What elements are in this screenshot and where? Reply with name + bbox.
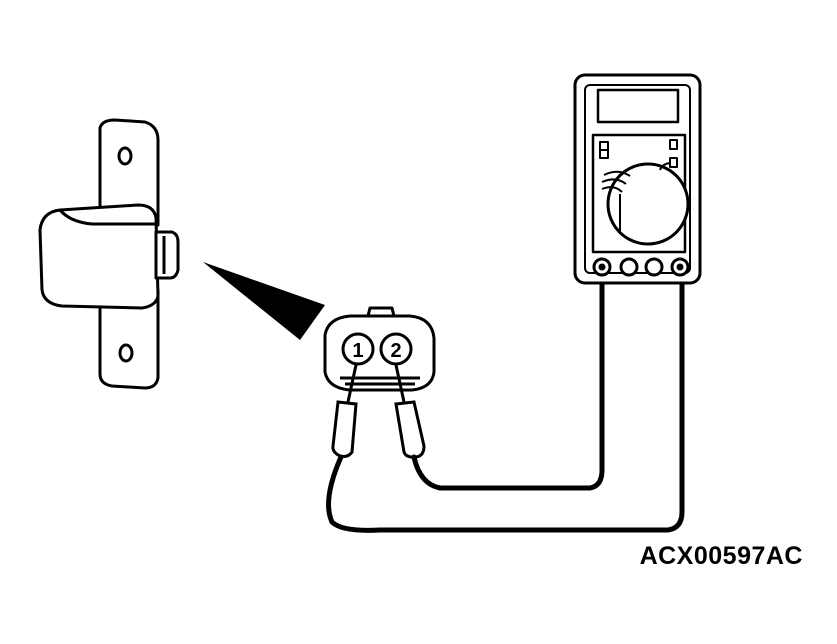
- lead-wire-2: [411, 265, 605, 491]
- range-indicator-lower: [669, 157, 678, 168]
- probe-2-tip: [394, 364, 406, 403]
- pin-1-cavity: [341, 332, 375, 366]
- sensor-body-edge: [58, 208, 156, 226]
- lead-wires: [326, 265, 685, 533]
- lower-mounting-tab: [98, 288, 160, 390]
- sensor-component: [38, 118, 180, 390]
- upper-mounting-tab: [98, 118, 160, 227]
- probe-2: [394, 364, 426, 459]
- multimeter: [573, 73, 702, 285]
- jack-1-plug: [598, 263, 606, 271]
- dial-range-arc: [601, 170, 631, 232]
- pin-1-label: 1: [352, 340, 363, 362]
- sensor-side-nub: [154, 230, 180, 280]
- pin-2-label: 2: [390, 340, 401, 362]
- probe-2-handle: [394, 400, 426, 459]
- jack-4-plug: [676, 263, 684, 271]
- range-indicator-upper: [669, 139, 678, 150]
- sensor-body: [38, 203, 160, 310]
- lower-bolt-hole: [118, 343, 134, 363]
- view-pointer-wedge: [203, 262, 325, 340]
- probe-1-tip: [346, 364, 358, 403]
- figure-code: ACX00597AC: [639, 542, 803, 570]
- jack-2: [619, 257, 639, 277]
- upper-bolt-hole: [117, 146, 133, 166]
- selector-dial: [606, 162, 690, 246]
- connector: [323, 306, 436, 392]
- pin-2-cavity: [379, 332, 413, 366]
- dial-marker: [659, 162, 671, 171]
- connector-latch: [366, 306, 396, 318]
- jack-3: [644, 257, 664, 277]
- probe-1-handle: [331, 400, 358, 458]
- lead-wire-1: [326, 265, 685, 533]
- multimeter-display: [596, 88, 680, 124]
